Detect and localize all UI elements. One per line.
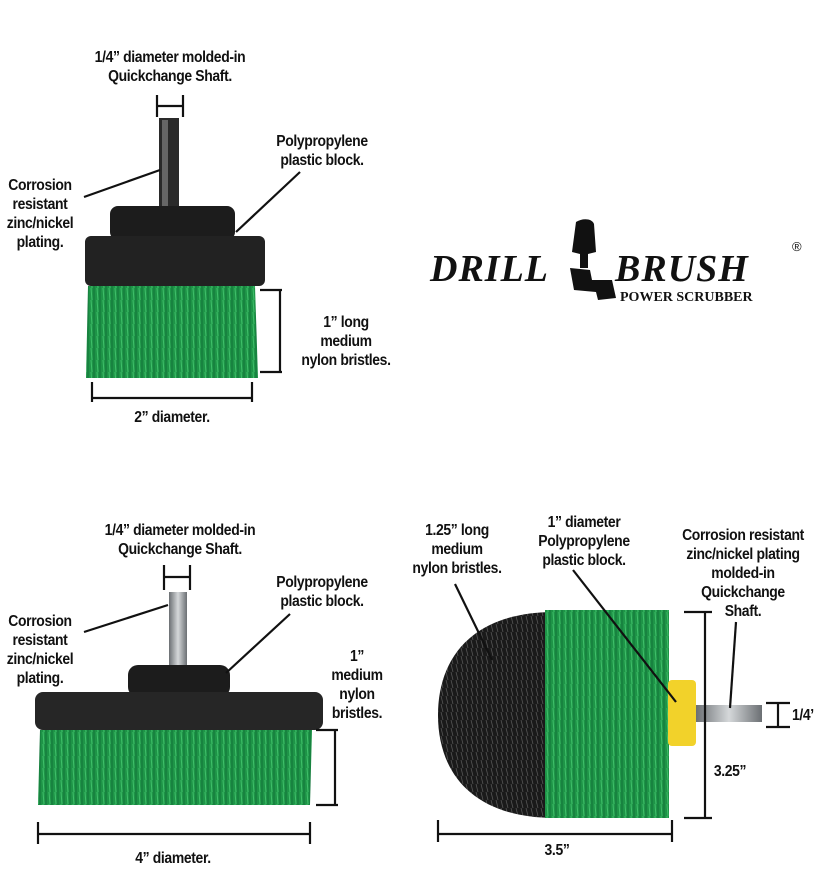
label-line: 1/4” diameter molded-in [104,522,256,539]
label-line: Polypropylene [538,533,630,550]
brush-2in-image [85,118,265,378]
label-line: plastic block. [542,552,626,569]
label-line: Quickchange [701,584,785,601]
label-line: Polypropylene [276,133,368,150]
yellow-cap [668,680,696,746]
shaft-size-label: 1/4’ [792,707,814,724]
diameter-label: 2” diameter. [134,409,210,426]
label-line: nylon [339,686,375,703]
shaft-label: 1/4” diameter molded-in Quickchange Shaf… [71,48,269,86]
label-line: bristles. [331,705,383,722]
shaft-label: 1/4” diameter molded-in Quickchange Shaf… [81,521,279,559]
green-bristles [545,610,669,818]
label-line: Quickchange Shaft. [108,68,232,85]
label-line: Corrosion [8,177,72,194]
brush-round-image [438,610,762,818]
label-line: plastic block. [280,593,364,610]
block-base [35,692,323,730]
block-label: Polypropylene plastic block. [268,132,376,170]
block-label: 1” diameter Polypropylene plastic block. [530,513,638,570]
drill-brush-logo: DRILL BRUSH POWER SCRUBBER ® [430,218,820,308]
label-line: Polypropylene [276,574,368,591]
bristle-label: 1” long medium nylon bristles. [292,313,400,370]
brush-4in-image [35,592,323,805]
block-label: Polypropylene plastic block. [268,573,376,611]
label-line: Quickchange Shaft. [118,541,242,558]
label-line: nylon bristles. [412,560,502,577]
label-line: plastic block. [280,152,364,169]
label-line: medium [331,667,383,684]
logo-tagline: POWER SCRUBBER [620,290,753,305]
label-line: Corrosion resistant [682,527,804,544]
shaft [169,592,187,670]
height-label: 3.25” [713,763,747,780]
label-line: medium [320,333,372,350]
block-base [85,236,265,286]
logo-word-drill: DRILL [430,248,549,290]
brush-round-dimension-lines [436,569,790,842]
label-line: plating. [16,670,64,687]
label-line: zinc/nickel plating [686,546,800,563]
shaft [696,705,762,722]
drill-logo-icon [570,219,616,300]
diameter-label: 4” diameter. [135,850,211,867]
label-line: 1” long [323,314,369,331]
shaft-label: Corrosion resistant zinc/nickel plating … [668,526,817,621]
label-line: zinc/nickel [6,215,74,232]
label-line: nylon bristles. [301,352,391,369]
label-line: 1” diameter [547,514,621,531]
registered-mark: ® [792,239,802,254]
label-line: Corrosion [8,613,72,630]
brush-4in-dimension-lines [36,565,338,844]
label-line: zinc/nickel [6,651,74,668]
plating-label: Corrosion resistant zinc/nickel plating. [0,176,85,252]
plating-label: Corrosion resistant zinc/nickel plating. [0,612,85,688]
bristles [86,286,258,378]
label-line: Shaft. [724,603,762,620]
label-line: resistant [12,632,68,649]
black-bristles [438,612,555,818]
label-line: 1” [349,648,365,665]
block-top [128,665,230,697]
bristle-label: 1.25” long medium nylon bristles. [404,521,510,578]
label-line: 1.25” long [425,522,489,539]
label-line: plating. [16,234,64,251]
label-line: medium [431,541,483,558]
label-line: 1/4” diameter molded-in [94,49,246,66]
bristles [38,730,312,805]
bristle-label: 1” medium nylon bristles. [317,647,398,723]
block-top [110,206,235,240]
label-line: molded-in [711,565,775,582]
brush-2in-dimension-lines [83,95,301,402]
length-label: 3.5” [544,842,570,859]
logo-word-brush: BRUSH [615,248,749,290]
label-line: resistant [12,196,68,213]
